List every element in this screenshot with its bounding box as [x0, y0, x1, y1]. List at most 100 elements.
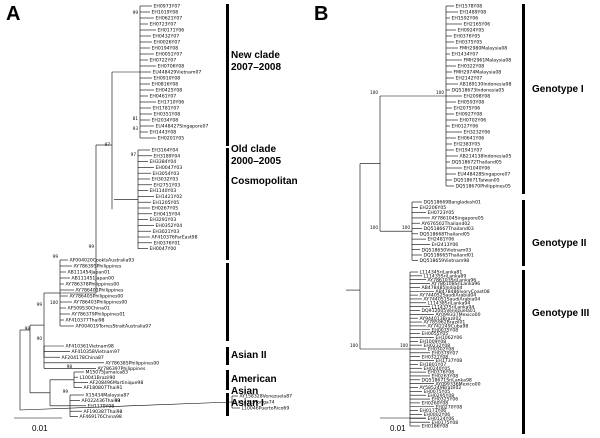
leaf-label: EH0240Y05	[424, 366, 451, 372]
leaf-label: EH3189Y04	[154, 153, 181, 159]
asian-ii-bar	[226, 347, 229, 365]
leaf-label: EH0075Y08	[432, 327, 459, 333]
leaf-label: AB214138Indonesia05	[460, 154, 512, 160]
leaf-label: EH2383Y05	[454, 142, 481, 148]
cosmopolitan-label: Cosmopolitan	[231, 176, 298, 187]
leaf-label: EH2075Y06	[454, 106, 481, 112]
leaf-label: AF004020CookIsAustralia93	[70, 258, 135, 264]
bootstrap-label: 99	[89, 244, 95, 249]
leaf-label: EH3291Y03	[150, 217, 177, 223]
american-asian-label: American Asian	[231, 374, 277, 397]
genotype-ii-bar	[522, 200, 525, 266]
bootstrap-label: 81	[133, 116, 139, 121]
genotype-ii-label: Genotype II	[532, 238, 587, 249]
leaf-label: DQ518668Thailand05	[420, 231, 470, 237]
leaf-label: AF469176China98	[80, 414, 122, 420]
leaf-label: EH1737Y08	[436, 358, 463, 364]
leaf-label: AY786103SriLanka96	[428, 277, 477, 283]
panel-letter-b: B	[314, 3, 329, 25]
leaf-label: DQ518672Thailand05	[452, 160, 502, 166]
leaf-label: EU448427Singapore07	[156, 124, 209, 130]
leaf-label: EH0175Y08	[432, 420, 459, 426]
leaf-label: AF410358Vietnam97	[72, 349, 120, 355]
genotype-iii-label: Genotype III	[532, 308, 590, 319]
leaf-label: AY786395Philippines	[74, 264, 122, 270]
leaf-label: X15434Malaysia87	[86, 393, 130, 399]
branch	[19, 401, 233, 411]
leaf-label: AF208496Martinique98	[90, 380, 144, 386]
leaf-label: EH0002Y06	[424, 412, 451, 418]
leaf-label: EH0267Y05	[152, 206, 179, 212]
leaf-label: AY744052SaudiArabia04	[420, 293, 477, 299]
leaf-label: AY742249Cuba98	[428, 324, 469, 330]
leaf-label: EH0194Y08	[152, 46, 179, 52]
leaf-label: EH0051Y07	[156, 52, 183, 58]
leaf-label: AY786397Philippines	[98, 366, 146, 372]
leaf-label: DQ518667Thailand03	[424, 226, 474, 232]
bootstrap-label: 100	[436, 90, 444, 95]
leaf-label: EH1443Y08	[150, 130, 177, 136]
leaf-label: EH2165Y06	[464, 22, 491, 28]
leaf-label: EH1009Y08	[420, 339, 447, 345]
leaf-label: EH0461Y07	[150, 94, 177, 100]
leaf-label: EH1592Y06	[452, 16, 479, 22]
leaf-label: AY786378Philippines00	[66, 282, 120, 288]
leaf-label: AF004019TorresStraitAustralia97	[76, 324, 152, 330]
bootstrap-label: 100	[50, 300, 58, 305]
leaf-label: EH0127Y06	[452, 124, 479, 130]
leaf-label: EH0270Y08	[436, 404, 463, 410]
leaf-label: AY158328Venezuela87	[240, 394, 293, 400]
bootstrap-label: 98	[67, 364, 73, 369]
leaf-label: M15075Jamaica83	[86, 370, 129, 376]
leaf-label: EH0325Y06	[432, 397, 459, 403]
leaf-label: X54319Tonga74	[238, 400, 275, 406]
leaf-label: EH0302Y08	[428, 347, 455, 353]
leaf-label: EH0260Y08	[422, 401, 449, 407]
bootstrap-label: 99	[133, 10, 139, 15]
leaf-label: EH1062Y06	[436, 335, 463, 341]
leaf-label: L10046PuertoRico69	[242, 406, 290, 412]
leaf-label: EH2481Y06	[428, 237, 455, 243]
leaf-label: EH1781Y07	[153, 106, 180, 112]
leaf-label: AF180807Thai91	[84, 385, 123, 391]
new-clade-label: New clade 2007–2008	[231, 50, 282, 73]
leaf-label: EH0927Y08	[456, 112, 483, 118]
scale-label-b: 0.01	[390, 424, 406, 433]
american-asian-bar	[226, 370, 229, 390]
leaf-label: DQ518665Thailand01	[424, 253, 474, 259]
leaf-label: AY676502Thailand02	[422, 221, 471, 227]
bootstrap-label: 97	[131, 152, 137, 157]
leaf-label: EH0321Y08	[422, 354, 449, 360]
old-clade-label: Old clade 2000–2005	[231, 144, 282, 167]
bootstrap-label: 97	[105, 142, 111, 147]
leaf-label: AB478485India04	[422, 285, 463, 291]
leaf-label: EH0425Y08	[156, 88, 183, 94]
leaf-label: AY786104Singapore05	[432, 216, 484, 222]
leaf-label: EH0702Y06	[460, 118, 487, 124]
leaf-label: L11435SriLanka89	[424, 273, 467, 279]
leaf-label: EH0973Y07	[154, 4, 181, 10]
leaf-label: EH0201Y05	[158, 136, 185, 142]
cosmopolitan-lower-bar	[226, 263, 229, 341]
leaf-label: AY744051SaudiArabia04	[424, 297, 481, 303]
leaf-label: EH0047Y00	[150, 246, 177, 252]
leaf-label: DQ518670Philippines05	[456, 184, 511, 190]
bootstrap-label: 99	[63, 389, 69, 394]
leaf-label: EH0376Y01	[154, 240, 181, 246]
leaf-label: EH3384Y04	[150, 159, 177, 165]
leaf-label: EH2142Y07	[456, 76, 483, 82]
bootstrap-label: 99	[115, 398, 121, 403]
leaf-label: EH3032Y03	[152, 177, 179, 183]
leaf-label: EH1205Y05	[153, 200, 180, 206]
leaf-label: EH0171Y06	[420, 408, 447, 414]
leaf-label: L11434SriLanka81	[420, 270, 463, 276]
leaf-label: EH0379Y07	[432, 350, 459, 356]
leaf-label: EH0706Y08	[158, 64, 185, 70]
leaf-label: L10041Brazil90	[80, 375, 116, 381]
leaf-label: AF410361Vietnam98	[66, 344, 114, 350]
scale-label-a: 0.01	[32, 424, 48, 433]
leaf-label: L11438SriLanka94	[428, 300, 471, 306]
leaf-label: DQ518671Taiwan05	[454, 178, 500, 184]
leaf-label: EH0415Y04	[154, 211, 181, 217]
